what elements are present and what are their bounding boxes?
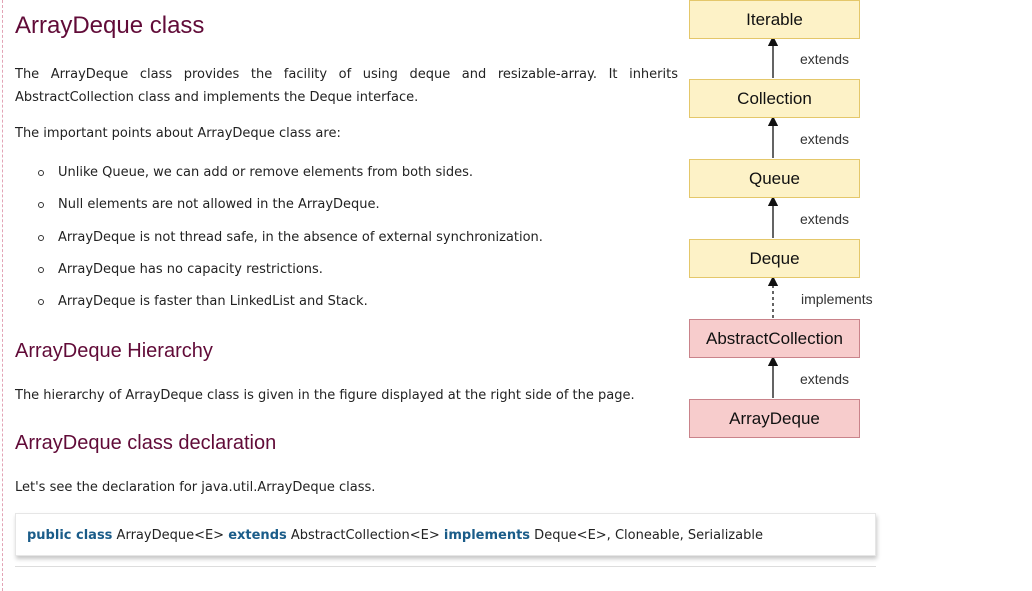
keyword-implements: implements	[443, 528, 531, 543]
node-iterable: Iterable	[689, 0, 860, 39]
node-collection: Collection	[689, 79, 860, 118]
intro-paragraph: The ArrayDeque class provides the facili…	[15, 67, 678, 105]
bullet-icon	[38, 170, 44, 176]
bullet-icon	[38, 299, 44, 306]
code-line: public class ArrayDeque<E> extends Abstr…	[27, 528, 763, 543]
page-title: ArrayDeque class	[15, 12, 205, 39]
bullet-icon	[38, 202, 44, 209]
relation-label: extends	[800, 211, 850, 227]
code-block: public class ArrayDeque<E> extends Abstr…	[15, 513, 876, 556]
bullet-icon	[38, 234, 44, 241]
relation-label: extends	[800, 131, 850, 147]
code-class-name: ArrayDeque<E>	[112, 528, 229, 543]
list-item: ArrayDeque has no capacity restrictions.	[15, 257, 655, 289]
hierarchy-text: The hierarchy of ArrayDeque class is giv…	[15, 388, 635, 403]
declaration-heading: ArrayDeque class declaration	[15, 432, 277, 454]
relation-label: extends	[800, 371, 850, 387]
node-deque: Deque	[689, 239, 860, 278]
list-item: ArrayDeque is faster than LinkedList and…	[15, 289, 655, 321]
hierarchy-heading: ArrayDeque Hierarchy	[15, 340, 213, 362]
node-abstractcollection: AbstractCollection	[689, 319, 860, 358]
code-interfaces: Deque<E>, Cloneable, Serializable	[530, 528, 763, 543]
relation-label: extends	[800, 51, 850, 67]
bullet-icon	[38, 266, 44, 273]
divider	[15, 566, 876, 567]
keyword-extends: extends	[228, 528, 287, 543]
list-item: Unlike Queue, we can add or remove eleme…	[15, 160, 655, 192]
list-item: ArrayDeque is not thread safe, in the ab…	[15, 225, 655, 257]
relation-label: implements	[801, 291, 873, 307]
important-points-list: Unlike Queue, we can add or remove eleme…	[15, 160, 655, 321]
node-queue: Queue	[689, 159, 860, 198]
page-left-border	[2, 0, 3, 591]
code-superclass: AbstractCollection<E>	[286, 528, 444, 543]
list-item: Null elements are not allowed in the Arr…	[15, 192, 655, 224]
points-intro: The important points about ArrayDeque cl…	[15, 126, 341, 141]
declaration-text: Let's see the declaration for java.util.…	[15, 480, 376, 495]
node-arraydeque: ArrayDeque	[689, 399, 860, 438]
keyword-public-class: public class	[27, 528, 113, 543]
